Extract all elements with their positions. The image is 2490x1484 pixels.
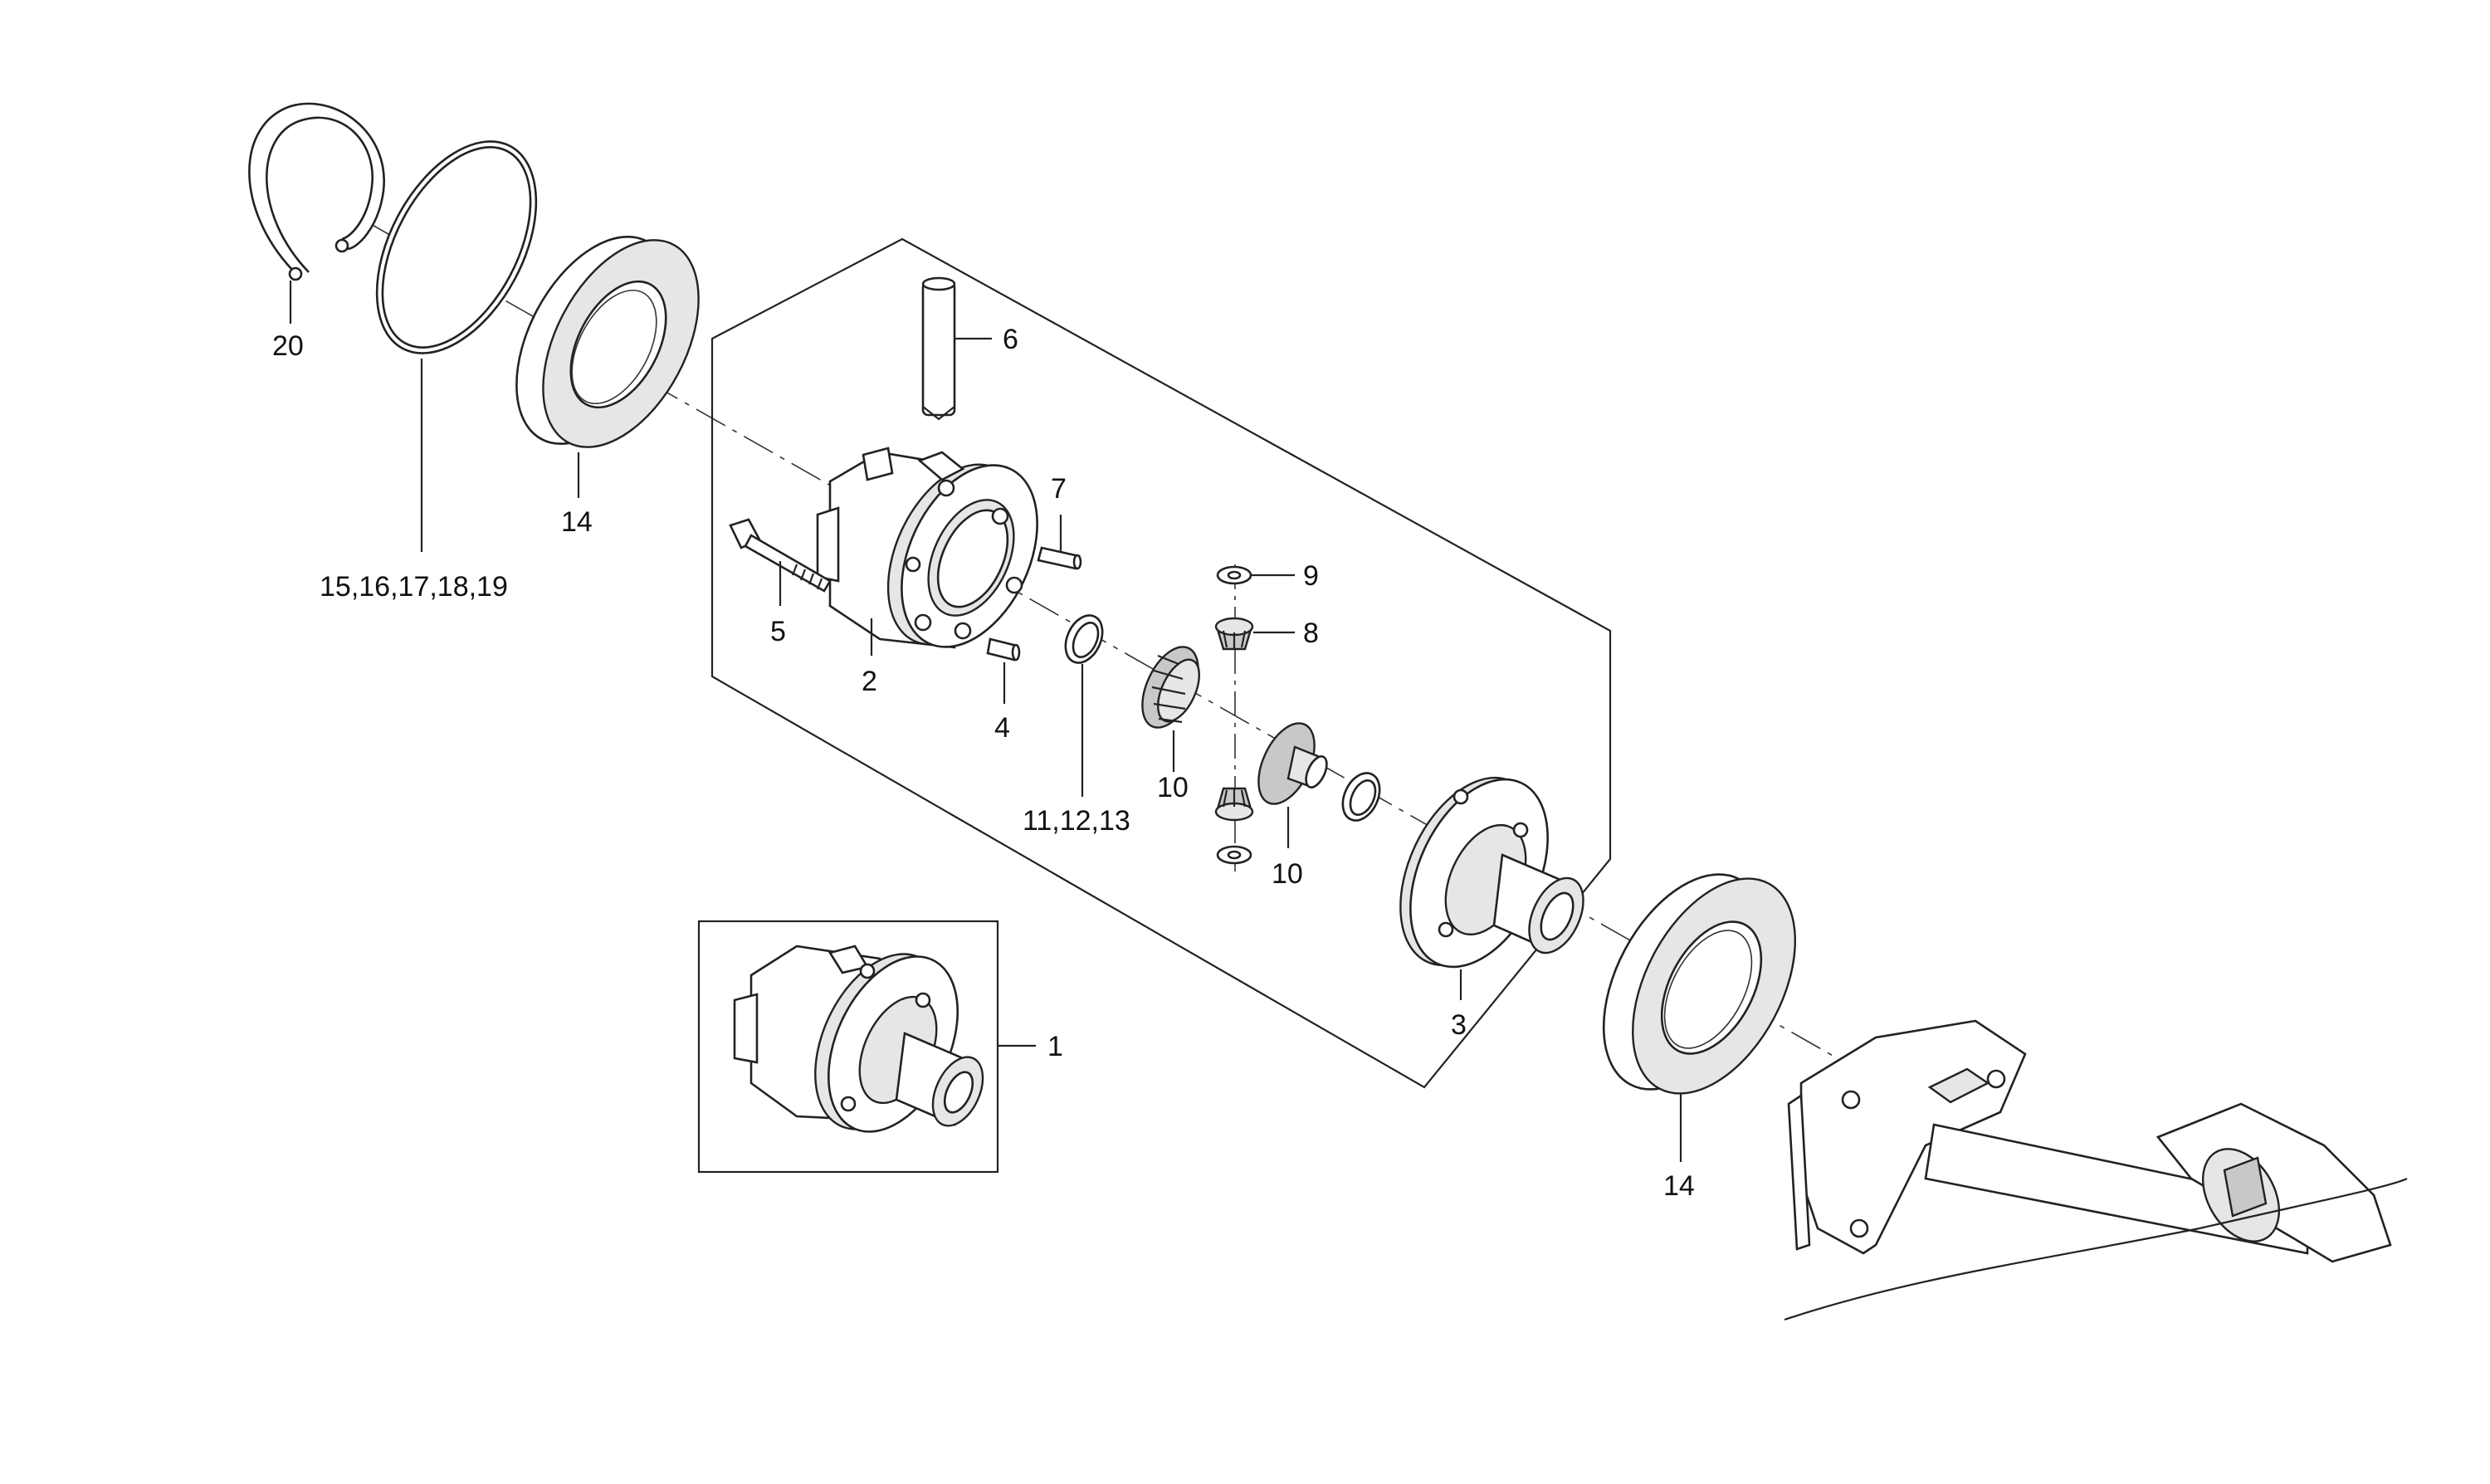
- flanged-hub-part-3: [1399, 776, 1584, 969]
- side-gear-part-10-upper: [1141, 646, 1200, 729]
- callout-10-upper: 10: [1157, 772, 1189, 803]
- differential-case-part-2: [816, 447, 1038, 649]
- callout-1: 1: [1047, 1031, 1063, 1062]
- callout-5: 5: [770, 616, 786, 647]
- callout-4: 4: [994, 712, 1010, 744]
- callout-11-13: 11,12,13: [1023, 805, 1130, 837]
- washer-lower: [1216, 845, 1252, 865]
- thrust-washer-parts-11-13: [1064, 614, 1104, 664]
- callout-3: 3: [1451, 1009, 1467, 1041]
- callout-6: 6: [1003, 324, 1018, 355]
- bearing-part-14-lower: [1602, 873, 1796, 1095]
- callout-2: 2: [862, 666, 877, 697]
- callout-9: 9: [1303, 560, 1319, 592]
- dowel-part-4: [986, 637, 1021, 661]
- callout-10-lower: 10: [1272, 858, 1303, 890]
- roll-pin-part-7: [1037, 546, 1082, 570]
- bearing-part-14-upper: [515, 236, 700, 448]
- pinion-gear-part-8: [1214, 617, 1254, 651]
- callout-14-upper: 14: [561, 506, 593, 538]
- thrust-washer-lower: [1341, 772, 1381, 822]
- callout-15-19: 15,16,17,18,19: [320, 571, 508, 603]
- side-gear-part-10-lower: [1257, 722, 1328, 805]
- exploded-group-frame: [710, 237, 1612, 1089]
- pinion-gear-lower: [1214, 787, 1254, 822]
- callout-8: 8: [1303, 618, 1319, 649]
- callout-14-lower: 14: [1663, 1170, 1695, 1202]
- bolt-part-5: [729, 518, 832, 593]
- callout-7: 7: [1051, 473, 1067, 505]
- washer-part-9: [1216, 565, 1252, 585]
- axle-housing: [1784, 1019, 2408, 1321]
- shim-ring-parts-15-19: [375, 140, 538, 354]
- callout-20: 20: [272, 330, 304, 362]
- pin-part-6: [921, 276, 956, 421]
- differential-assembly-part-1: [733, 945, 984, 1133]
- snap-ring-part-20: [248, 102, 385, 281]
